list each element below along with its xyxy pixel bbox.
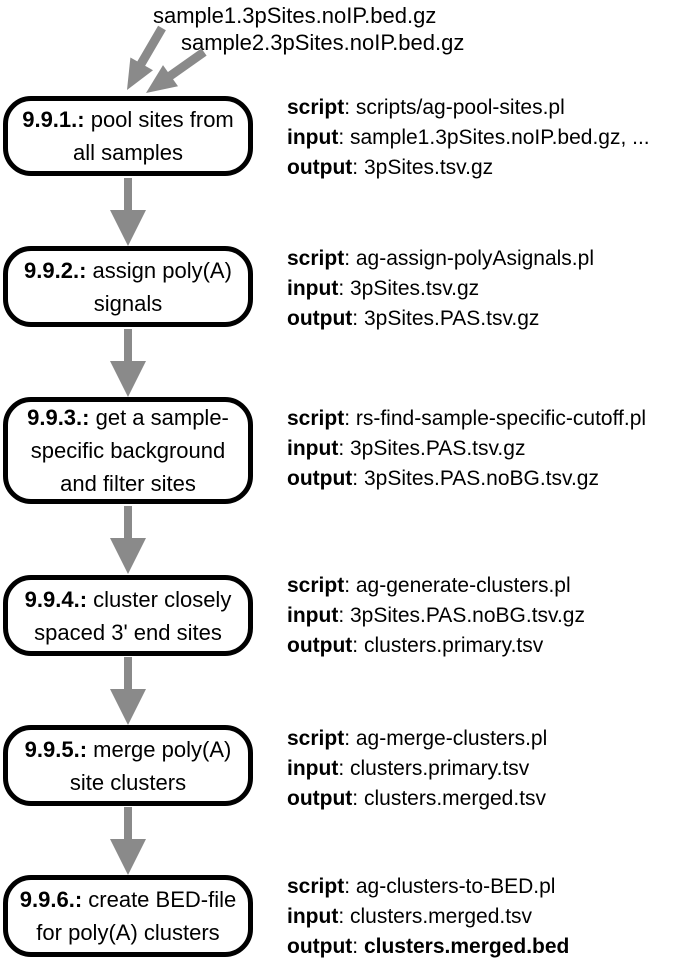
arrow-down-icon — [110, 657, 146, 725]
script-line: script: ag-assign-polyAsignals.pl — [287, 247, 594, 270]
step-box-4-label: 9.9.4.: cluster closely spaced 3' end si… — [24, 586, 232, 645]
arrow-down-icon — [110, 807, 146, 875]
input-file-label-1: sample1.3pSites.noIP.bed.gz — [153, 3, 437, 28]
step-box-1: 9.9.1.: pool sites from all samples — [3, 96, 253, 176]
step-details-5: script: ag-merge-clusters.pl input: clus… — [287, 724, 692, 814]
input-line: input: clusters.primary.tsv — [287, 757, 530, 780]
step-details-2: script: ag-assign-polyAsignals.pl input:… — [287, 244, 692, 334]
script-line: script: ag-generate-clusters.pl — [287, 574, 571, 597]
output-line: output: clusters.merged.tsv — [287, 787, 547, 810]
step-box-5: 9.9.5.: merge poly(A) site clusters — [3, 725, 253, 806]
step-box-3: 9.9.3.: get a sample-specific background… — [3, 397, 253, 504]
step-box-5-label: 9.9.5.: merge poly(A) site clusters — [24, 736, 232, 795]
output-line: output: 3pSites.PAS.tsv.gz — [287, 307, 540, 330]
input-line: input: 3pSites.PAS.tsv.gz — [287, 437, 526, 460]
step-details-1: script: scripts/ag-pool-sites.pl input: … — [287, 93, 692, 183]
step-box-1-label: 9.9.1.: pool sites from all samples — [22, 107, 234, 165]
input-line: input: 3pSites.tsv.gz — [287, 277, 480, 300]
output-line: output: 3pSites.tsv.gz — [287, 156, 494, 179]
arrow-down-icon — [110, 506, 146, 574]
output-line: output: clusters.merged.bed — [287, 935, 570, 958]
step-box-6-label: 9.9.6.: create BED-file for poly(A) clus… — [19, 887, 237, 945]
step-details-6: script: ag-clusters-to-BED.pl input: clu… — [287, 872, 692, 959]
arrow-down-icon — [110, 329, 146, 397]
arrow-down-icon — [110, 178, 146, 246]
script-line: script: ag-merge-clusters.pl — [287, 727, 548, 750]
input-line: input: sample1.3pSites.noIP.bed.gz, ... — [287, 126, 650, 149]
output-line: output: 3pSites.PAS.noBG.tsv.gz — [287, 467, 599, 490]
step-box-3-label: 9.9.3.: get a sample-specific background… — [27, 405, 229, 496]
input-line: input: clusters.merged.tsv — [287, 905, 533, 928]
script-line: script: scripts/ag-pool-sites.pl — [287, 96, 565, 119]
input-line: input: 3pSites.PAS.noBG.tsv.gz — [287, 604, 585, 627]
step-box-2-label: 9.9.2.: assign poly(A) signals — [24, 257, 232, 316]
step-details-4: script: ag-generate-clusters.pl input: 3… — [287, 571, 692, 661]
diagonal-input-arrows-icon — [127, 25, 207, 93]
step-details-3: script: rs-find-sample-specific-cutoff.p… — [287, 404, 692, 494]
output-line: output: clusters.primary.tsv — [287, 634, 544, 657]
script-line: script: rs-find-sample-specific-cutoff.p… — [287, 407, 647, 430]
script-line: script: ag-clusters-to-BED.pl — [287, 875, 556, 898]
step-box-6: 9.9.6.: create BED-file for poly(A) clus… — [3, 875, 253, 957]
step-box-2: 9.9.2.: assign poly(A) signals — [3, 246, 253, 327]
input-file-label-2: sample2.3pSites.noIP.bed.gz — [181, 30, 465, 55]
step-box-4: 9.9.4.: cluster closely spaced 3' end si… — [3, 575, 253, 656]
